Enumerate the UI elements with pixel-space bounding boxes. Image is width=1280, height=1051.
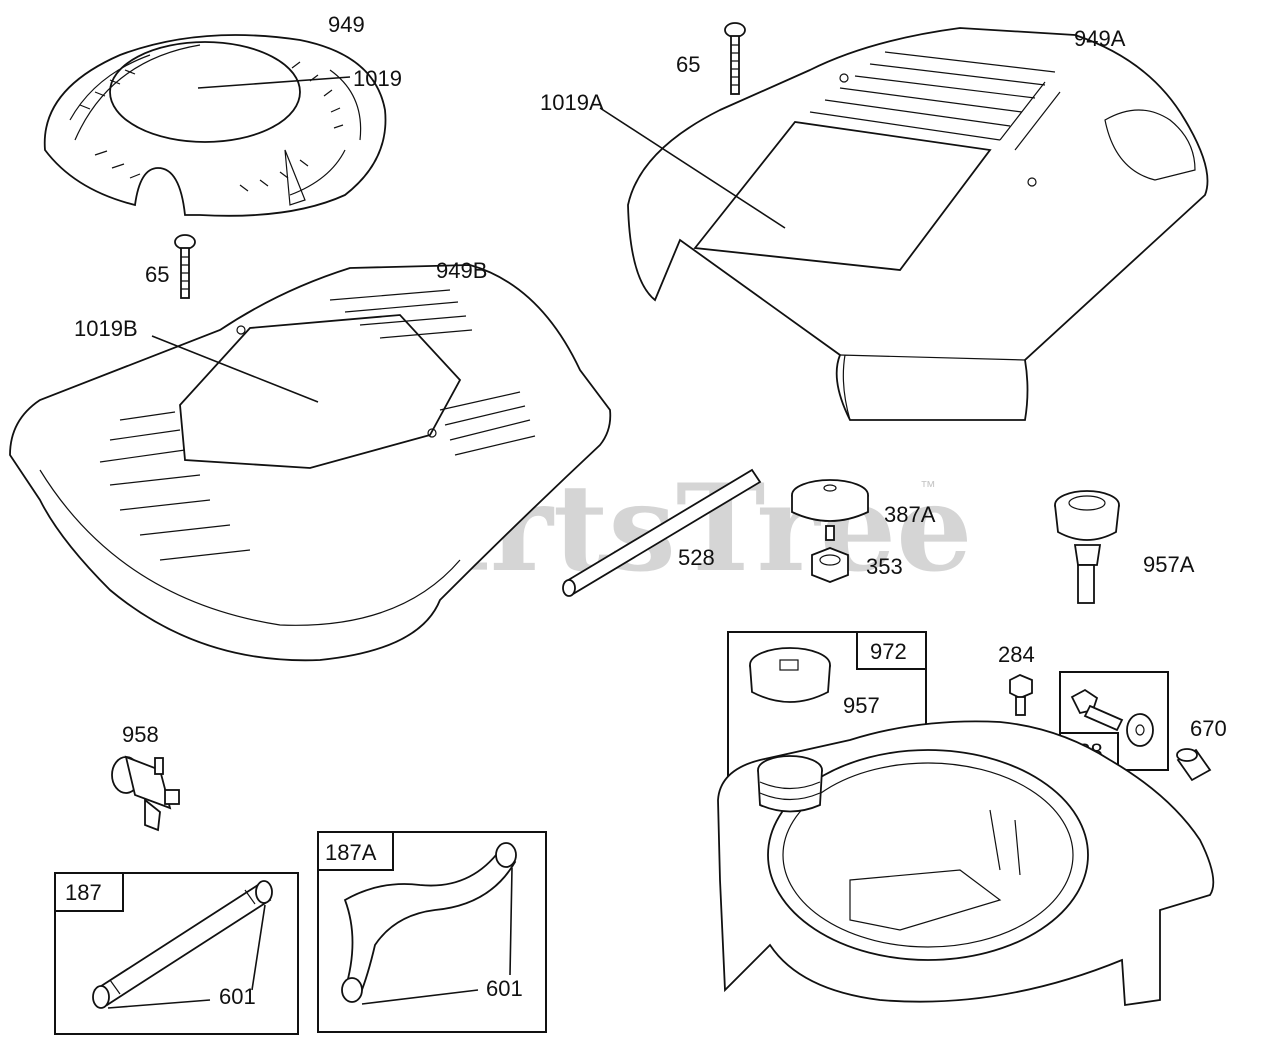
kit-tag-187a [317,831,394,871]
part-187a-fuel-line[interactable] [341,842,517,1003]
part-387a-cap[interactable] [791,479,869,541]
label-353: 353 [866,554,903,579]
part-958-fuel-valve[interactable] [111,755,180,832]
label-949: 949 [328,12,365,37]
label-65-top: 65 [676,52,700,77]
label-1019b: 1019B [74,316,138,341]
kit-box-187 [54,872,299,1035]
part-284-bolt[interactable] [1009,674,1033,716]
label-958: 958 [122,722,159,747]
label-601-left: 601 [219,984,256,1009]
label-949a: 949A [1074,26,1126,51]
part-353-nut[interactable] [811,547,849,583]
label-1019: 1019 [353,66,402,91]
label-187: 187 [65,880,102,905]
part-188-bolt-washer[interactable] [1070,688,1154,747]
label-187a: 187A [325,840,377,865]
label-528: 528 [678,545,715,570]
part-187-fuel-line[interactable] [92,880,273,1009]
part-949a-shroud[interactable] [627,27,1209,421]
watermark-trademark: ™ [920,479,936,496]
label-957a: 957A [1143,552,1195,577]
label-387a: 387A [884,502,936,527]
part-65-screw-top[interactable] [724,22,746,95]
part-949-blower-housing[interactable] [43,34,387,217]
part-fuel-tank[interactable] [717,720,1215,1007]
label-284: 284 [998,642,1035,667]
part-957-fuel-cap[interactable] [749,647,831,703]
part-949b-shroud[interactable] [9,264,612,662]
part-65-screw-left[interactable] [174,234,196,299]
label-957: 957 [843,693,880,718]
label-1019a: 1019A [540,90,604,115]
label-65-left: 65 [145,262,169,287]
label-670: 670 [1190,716,1227,741]
part-670-spacer[interactable] [1176,748,1212,782]
kit-tag-187 [54,872,124,912]
kit-box-187a [317,831,547,1033]
kit-tag-972 [856,631,927,670]
label-972: 972 [870,639,907,664]
part-957a-dipstick[interactable] [1054,490,1120,604]
part-528-tube[interactable] [562,468,762,597]
label-949b: 949B [436,258,487,283]
label-601-right: 601 [486,976,523,1001]
